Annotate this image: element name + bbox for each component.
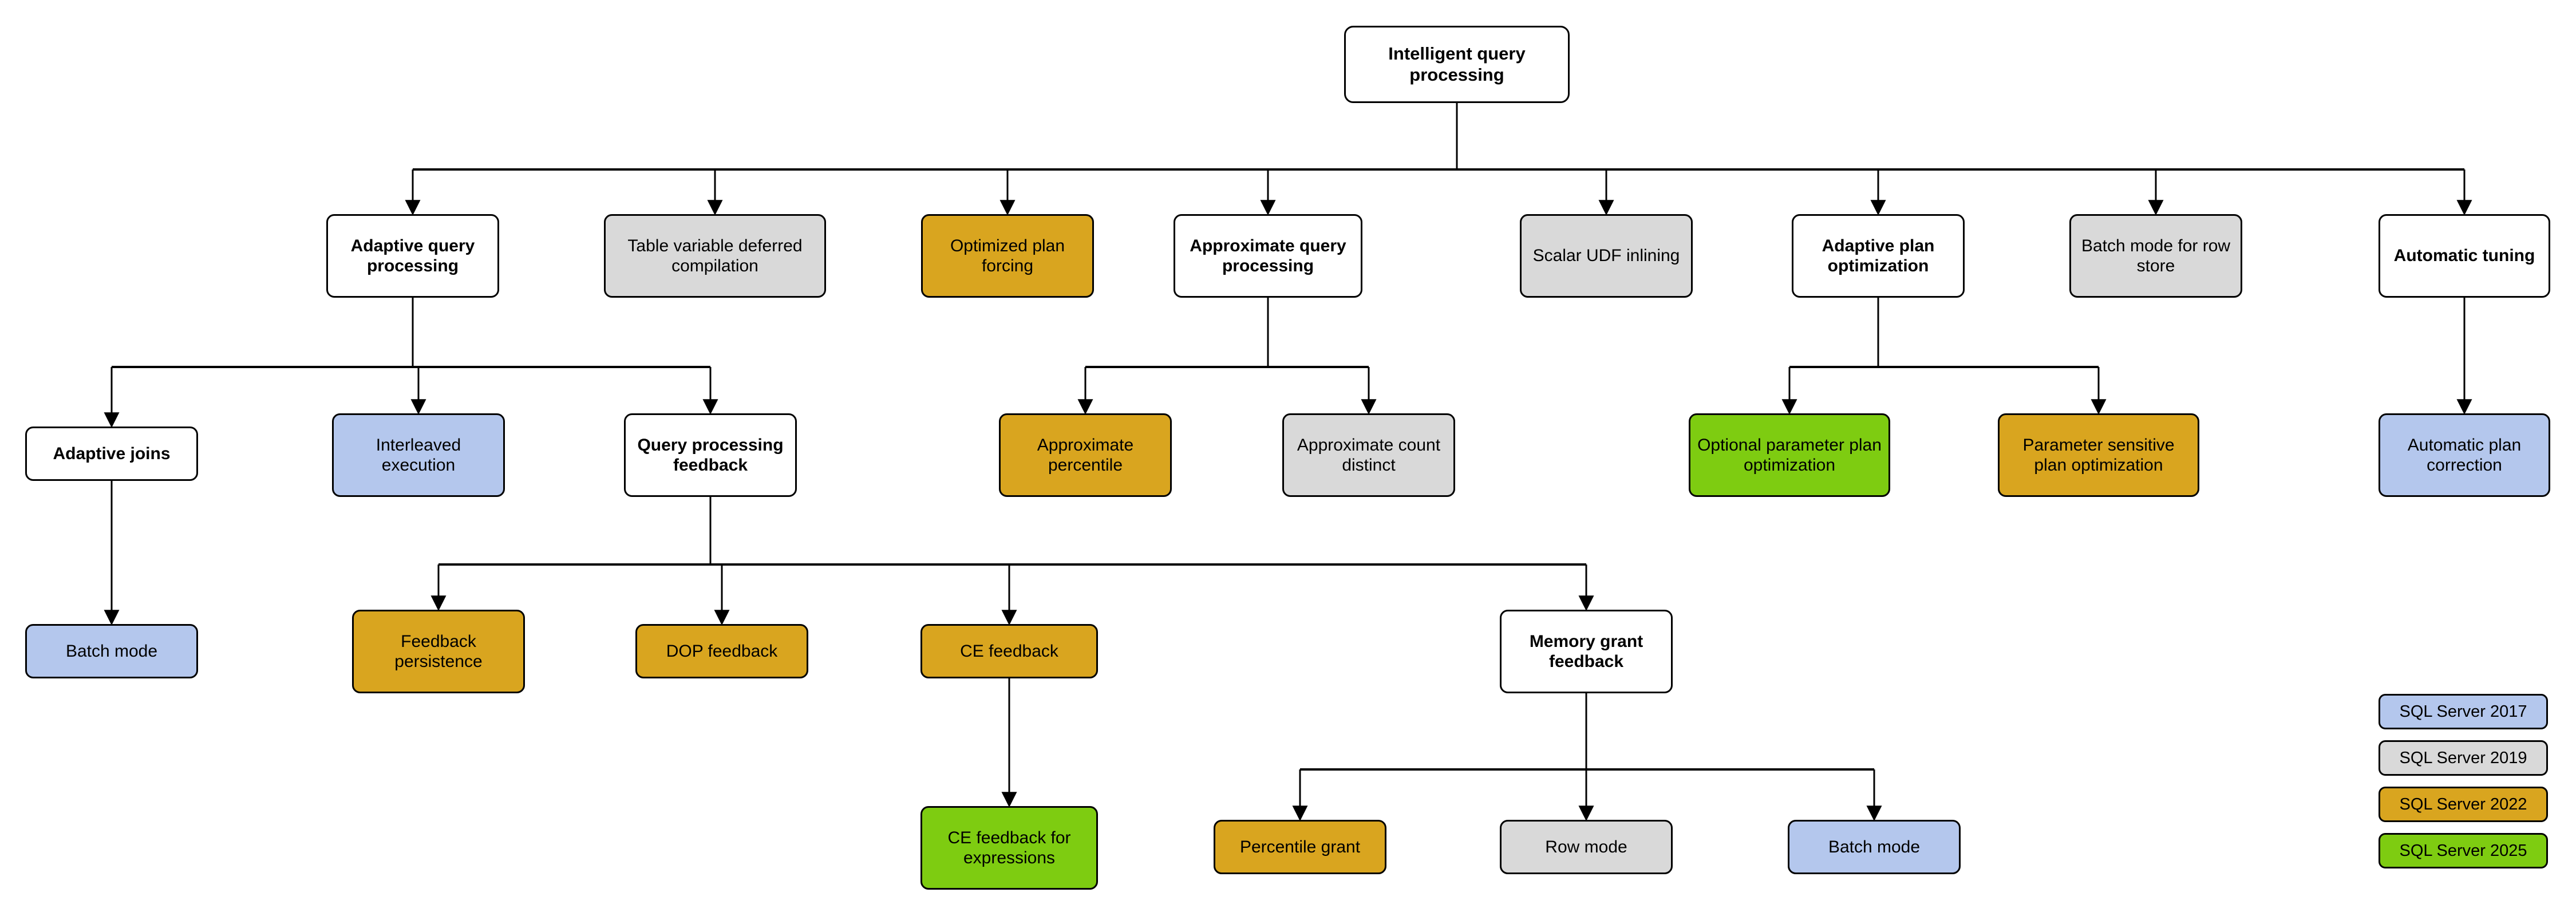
node-dop-feedback[interactable]: DOP feedback bbox=[635, 624, 808, 678]
node-label: DOP feedback bbox=[666, 641, 778, 661]
node-label: Batch mode for row store bbox=[2081, 236, 2231, 275]
node-label: Parameter sensitive plan optimization bbox=[2022, 435, 2175, 475]
node-approx-cd[interactable]: Approximate count distinct bbox=[1282, 413, 1455, 497]
node-adaptive-qp[interactable]: Adaptive query processing bbox=[326, 214, 499, 298]
node-root[interactable]: Intelligent query processing bbox=[1344, 26, 1570, 103]
node-label: Automatic tuning bbox=[2393, 246, 2535, 266]
node-ce-fb-expr[interactable]: CE feedback for expressions bbox=[920, 806, 1098, 890]
node-label: Adaptive joins bbox=[53, 444, 171, 463]
node-label: Table variable deferred compilation bbox=[627, 236, 803, 275]
legend-item-sql-server-2017: SQL Server 2017 bbox=[2379, 694, 2548, 729]
legend-item-sql-server-2019: SQL Server 2019 bbox=[2379, 740, 2548, 776]
node-pct-grant[interactable]: Percentile grant bbox=[1214, 820, 1386, 874]
node-label: Adaptive plan optimization bbox=[1822, 236, 1935, 275]
node-label: Batch mode bbox=[1828, 837, 1921, 856]
node-label: Percentile grant bbox=[1239, 837, 1361, 856]
node-label: Batch mode bbox=[65, 641, 158, 661]
node-label: Optional parameter plan optimization bbox=[1697, 435, 1882, 475]
node-oppo[interactable]: Optional parameter plan optimization bbox=[1689, 413, 1890, 497]
node-label: Approximate count distinct bbox=[1297, 435, 1441, 475]
node-label: Intelligent query processing bbox=[1388, 43, 1526, 85]
node-label: Scalar UDF inlining bbox=[1532, 246, 1680, 266]
node-batch-mode-mg[interactable]: Batch mode bbox=[1788, 820, 1961, 874]
node-label: Optimized plan forcing bbox=[950, 236, 1065, 275]
legend-label: SQL Server 2017 bbox=[2399, 702, 2527, 721]
node-label: Approximate query processing bbox=[1190, 236, 1346, 275]
node-label: Interleaved execution bbox=[376, 435, 461, 475]
node-opf[interactable]: Optimized plan forcing bbox=[921, 214, 1094, 298]
legend-label: SQL Server 2022 bbox=[2399, 795, 2527, 814]
node-label: Memory grant feedback bbox=[1529, 631, 1643, 671]
node-apc[interactable]: Automatic plan correction bbox=[2379, 413, 2550, 497]
node-tvdc[interactable]: Table variable deferred compilation bbox=[604, 214, 826, 298]
legend-item-sql-server-2022: SQL Server 2022 bbox=[2379, 787, 2548, 822]
node-auto-tuning[interactable]: Automatic tuning bbox=[2379, 214, 2550, 298]
node-label: Feedback persistence bbox=[394, 631, 483, 671]
node-label: Adaptive query processing bbox=[350, 236, 475, 275]
node-batch-mode-aj[interactable]: Batch mode bbox=[25, 624, 198, 678]
legend-item-sql-server-2025: SQL Server 2025 bbox=[2379, 833, 2548, 868]
node-label: CE feedback bbox=[960, 641, 1058, 661]
node-pspo[interactable]: Parameter sensitive plan optimization bbox=[1998, 413, 2199, 497]
node-label: CE feedback for expressions bbox=[947, 828, 1071, 867]
node-qpf[interactable]: Query processing feedback bbox=[624, 413, 797, 497]
node-adaptive-joins[interactable]: Adaptive joins bbox=[25, 427, 198, 481]
node-label: Automatic plan correction bbox=[2407, 435, 2522, 475]
legend-label: SQL Server 2025 bbox=[2399, 841, 2527, 860]
node-label: Approximate percentile bbox=[1037, 435, 1134, 475]
node-apo[interactable]: Adaptive plan optimization bbox=[1792, 214, 1965, 298]
node-approx-pct[interactable]: Approximate percentile bbox=[999, 413, 1172, 497]
node-label: Query processing feedback bbox=[637, 435, 784, 475]
node-label: Row mode bbox=[1545, 837, 1627, 856]
node-udf-inlining[interactable]: Scalar UDF inlining bbox=[1520, 214, 1693, 298]
node-memory-grant-fb[interactable]: Memory grant feedback bbox=[1500, 610, 1673, 693]
legend-label: SQL Server 2019 bbox=[2399, 748, 2527, 767]
node-row-mode[interactable]: Row mode bbox=[1500, 820, 1673, 874]
node-ce-feedback[interactable]: CE feedback bbox=[920, 624, 1098, 678]
node-interleaved[interactable]: Interleaved execution bbox=[332, 413, 505, 497]
node-fb-persistence[interactable]: Feedback persistence bbox=[352, 610, 525, 693]
node-bm-rowstore[interactable]: Batch mode for row store bbox=[2069, 214, 2242, 298]
node-approx-qp[interactable]: Approximate query processing bbox=[1174, 214, 1362, 298]
